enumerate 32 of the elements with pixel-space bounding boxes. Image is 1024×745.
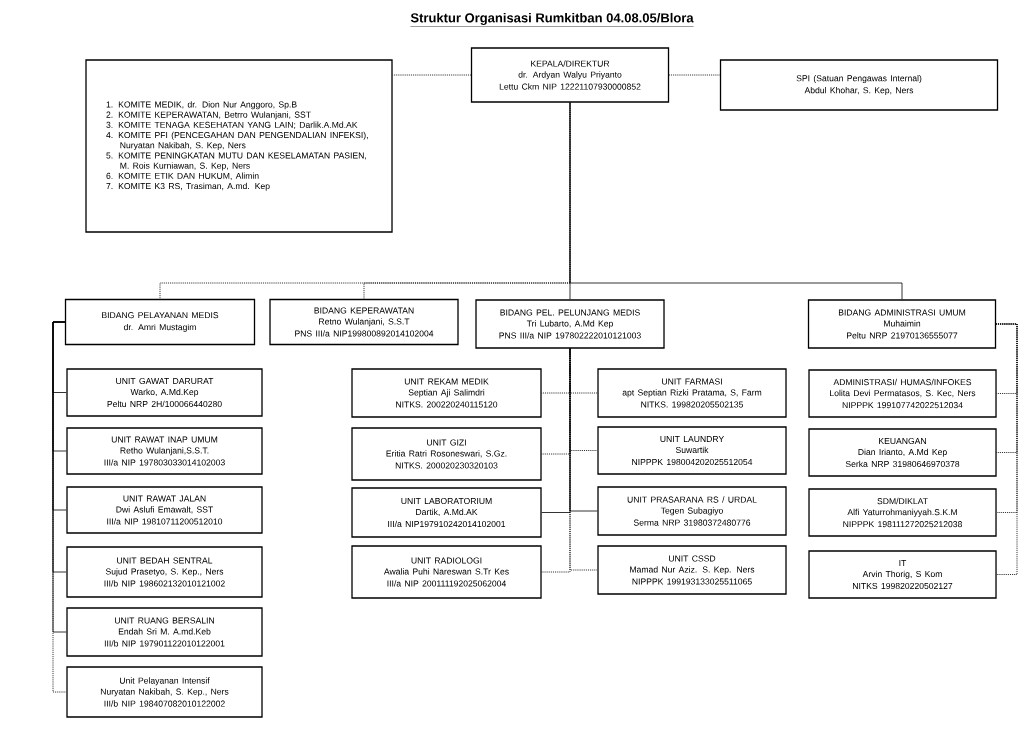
unit-box: UNIT RAWAT JALAN Dwi Aslufi Emawalt, SST III/a NIP 19810711200512010 [66,486,263,534]
unit-box: UNIT RAWAT INAP UMUM Retho Wulanjani,S.S.T. III/a NIP 197803033014102003 [66,427,263,475]
unit-box: UNIT GAWAT DARURAT Warko, A.Md.Kep Peltu NRP 2H/100066440280 [66,368,263,417]
connector-line [569,102,903,300]
unit-box: ADMINISTRASI/ HUMAS/INFOKES Lolita Devi Permatasos, S. Kec, Ners NIPPPK 199107742022512034 [808,369,997,418]
unit-box: UNIT RADIOLOGI Awalia Puhi Nareswan S.Tr Kes III/a NIP 200111192025062004 [351,545,542,599]
connector-line [995,323,1018,575]
connector-line [392,74,472,76]
division-box: BIDANG PELAYANAN MEDIS dr. Amri Mustagim [64,298,256,346]
division-box: BIDANG PEL. PELUNJANG MEDIS Tri Lubarto, A.Md Kep PNS III/a NIP 197802222010121003 [475,299,665,349]
unit-box: SDM/DIKLAT Alfi Yaturrohmaniyyah.S.K.M NIPPPK 198111272025212038 [808,488,997,537]
unit-box: Unit Pelayanan Intensif Nuryatan Nakibah, S. Kep., Ners III/b NIP 198407082010122002 [66,666,263,718]
unit-box: KEUANGAN Dian Irianto, A.Md Kep Serka NRP 31980646970378 [808,428,997,477]
unit-box: UNIT PRASARANA RS / URDAL Tegen Subagiyo Serma NRP 31980372480776 [597,486,787,536]
division-box: BIDANG ADMINISTRASI UMUM Muhaimin Peltu NRP 21970136555077 [807,299,997,349]
unit-box: UNIT LAUNDRY Suwartik NIPPPK 198004202025512054 [597,426,787,475]
title: Struktur Organisasi Rumkitban 04.08.05/Blora [410,12,694,27]
connector-line [52,321,67,633]
connector-line [668,74,721,76]
unit-box: IT Arvin Thorig, S Kom NITKS 199820220502127 [808,550,997,599]
unit-box: UNIT BEDAH SENTRAL Sujud Prasetyo, S. Kep., Ners III/b NIP 198602132010121002 [66,546,263,598]
connector-line [569,348,598,512]
unit-box: UNIT LABORATORIUM Dartik, A.Md.AK III/a NIP197910242014102001 [351,487,542,538]
division-box: BIDANG KEPERAWATAN Retno Wulanjani, S.S.T PNS III/a NIP199800892014102004 [269,298,459,346]
unit-box: UNIT FARMASI apt Septian Rizki Pratama, S, Farm NITKS. 199820205502135 [597,368,787,418]
unit-box: UNIT REKAM MEDIK Septian Aji Salimdri NITKS. 200220240115120 [351,368,542,418]
unit-box: UNIT RUANG BERSALIN Endah Sri M. A.md.Keb III/b NIP 197901122010122001 [66,607,263,657]
supervisor-box: SPI (Satuan Pengawas Internal) Abdul Khohar, S. Kep, Ners [719,59,999,111]
unit-box: UNIT CSSD Mamad Nur Aziz. S. Kep. Ners NIPPPK 199193133025511065 [597,545,787,595]
committee-box: 1. KOMITE MEDIK, dr. Dion Nur Anggoro, Sp.B 2. KOMITE KEPERAWATAN, Betrro Wulanjani, SST 3. KOMITE TENAGA KESEHATAN YANG LAIN; Darlik.A.Md.AK 4. KOMITE PFI (PENCEGAHAN DAN PENGENDALIAN INFEKSI), Nuryatan Nakibah, S. Kep, Ners 5. KOMITE PENINGKATAN MUTU DAN KESELAMATAN PASIEN, M. Rois Kurniawan, S. Kep, Ners 6. KOMITE ETIK DAN HUKUM, Alimin 7. KOMITE K3 RS, Trasiman, A.md. Kep [85,59,393,233]
director-box: KEPALA/DIREKTUR dr. Ardyan Walyu Priyanto Lettu Ckm NIP 12221107930000852 [470,47,670,103]
unit-box: UNIT GIZI Eritia Ratri Rosoneswari, S.Gz. NITKS. 200020230320103 [351,427,542,481]
